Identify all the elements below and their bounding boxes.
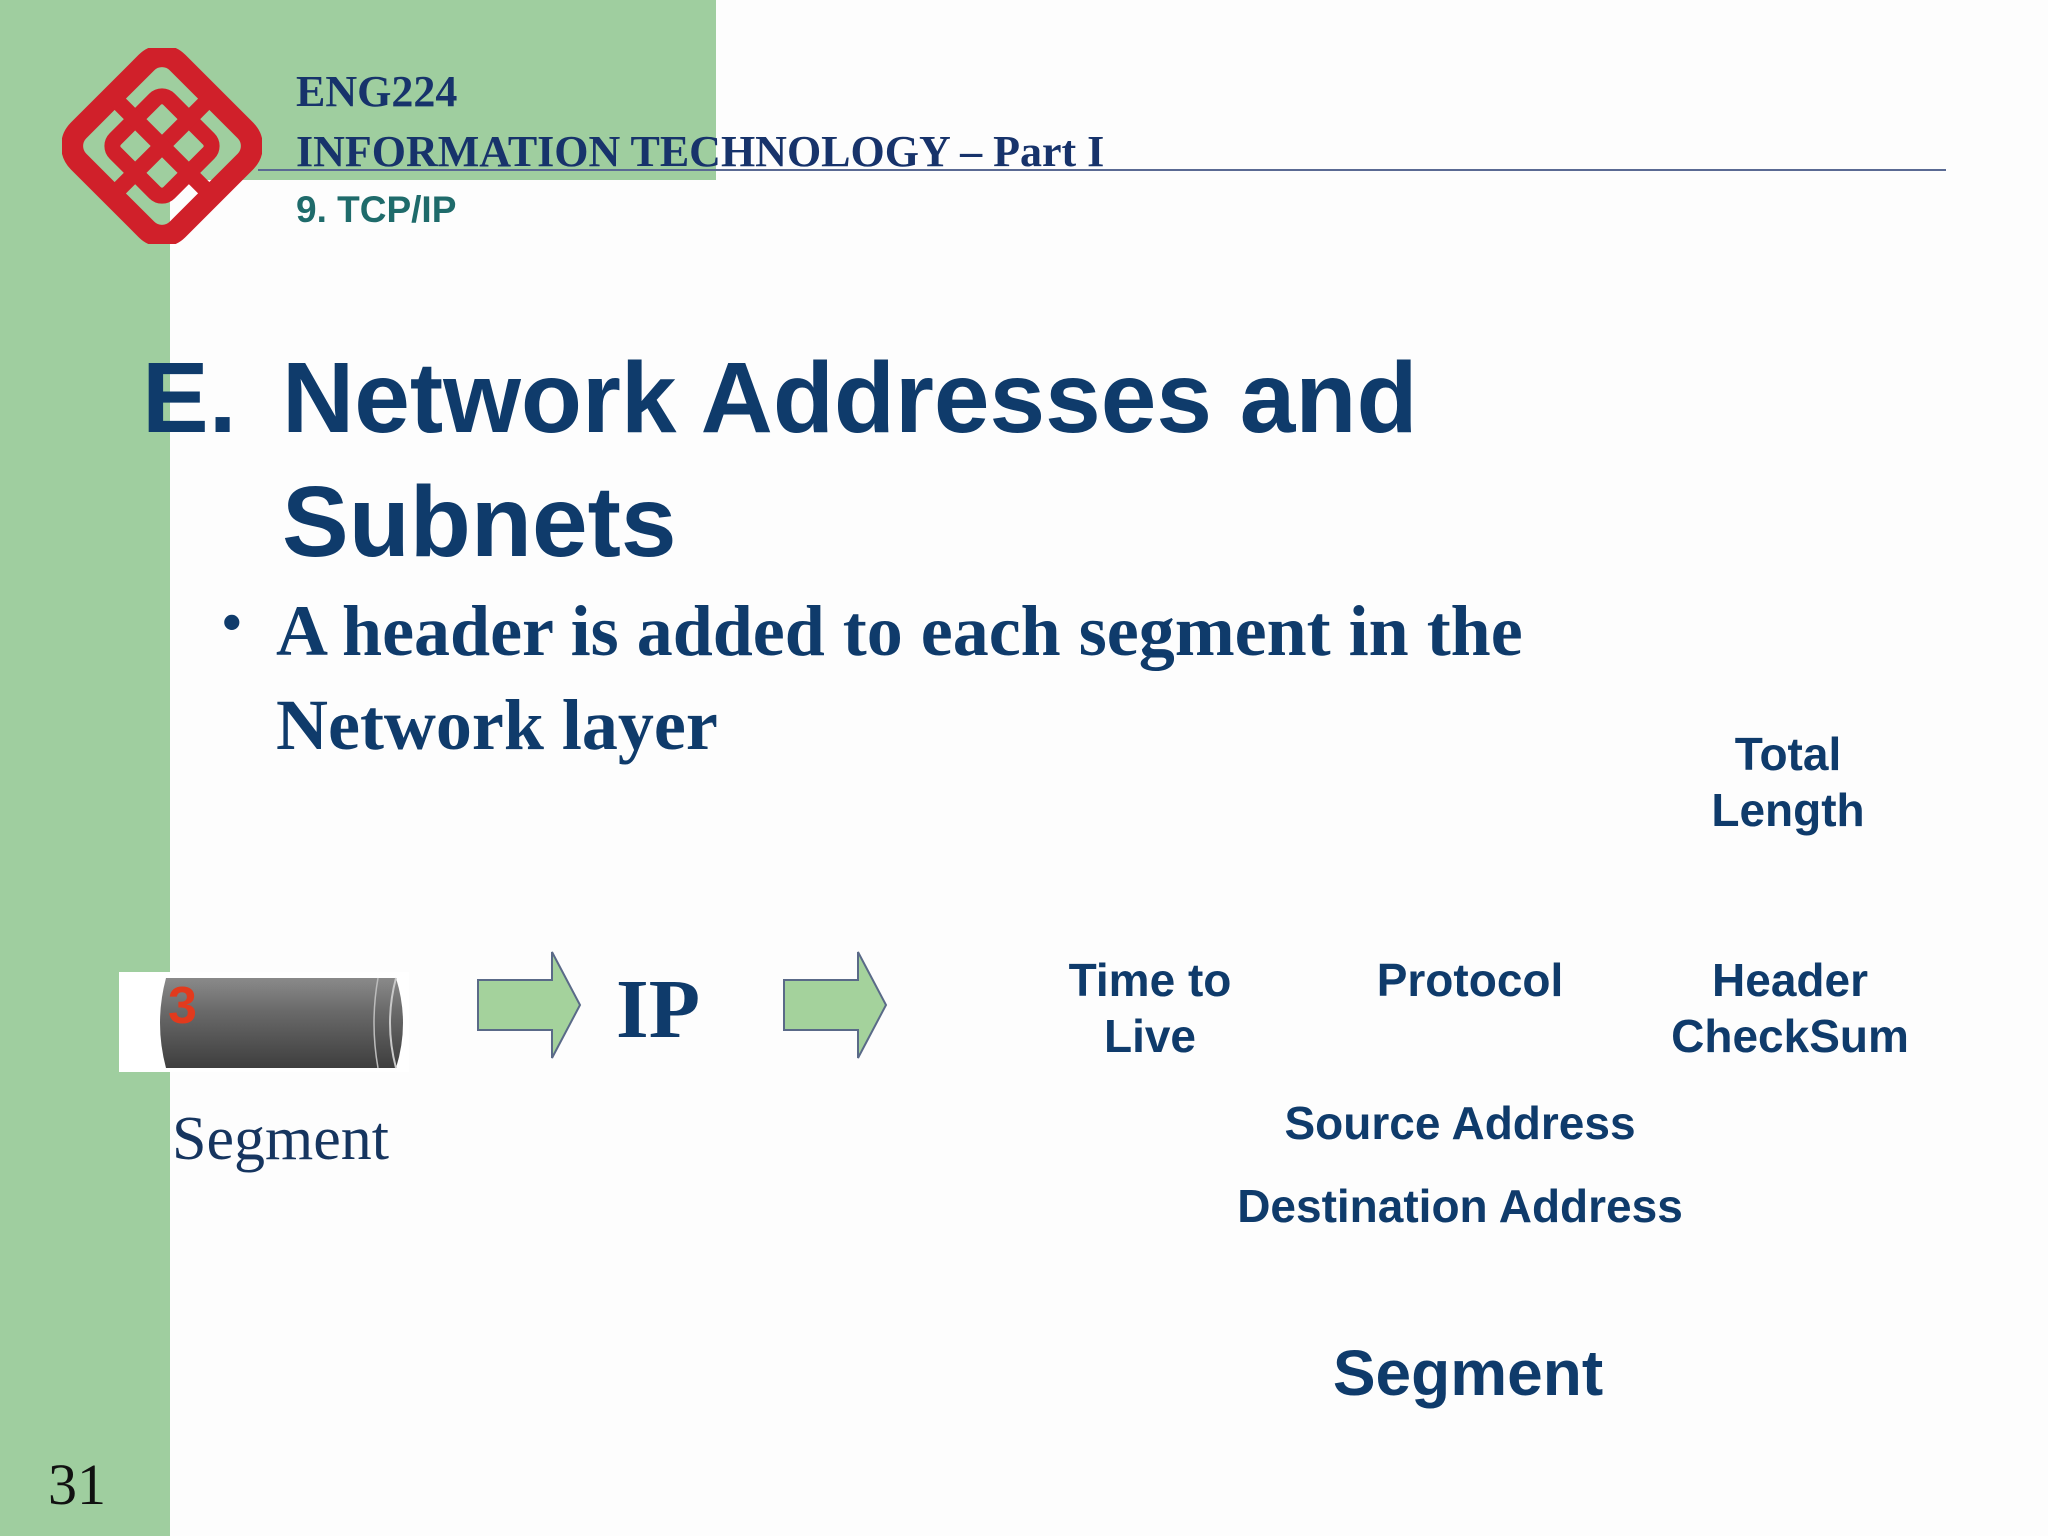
right-arrow-icon bbox=[477, 951, 582, 1059]
field-destination-address: Destination Address bbox=[1237, 1180, 1683, 1232]
chapter-label: 9. TCP/IP bbox=[296, 189, 457, 230]
right-arrow-icon bbox=[783, 951, 888, 1059]
ip-label: IP bbox=[616, 963, 700, 1056]
sidebar-green-strip bbox=[0, 0, 170, 1536]
field-protocol: Protocol bbox=[1376, 954, 1564, 1006]
field-segment: Segment bbox=[1332, 1337, 1604, 1409]
page-number: 31 bbox=[48, 1452, 106, 1517]
slide-title: E. Network Addresses and Subnets bbox=[142, 336, 1418, 584]
slide-title-line1: Network Addresses and bbox=[282, 342, 1418, 454]
course-code: ENG224 bbox=[296, 67, 458, 116]
field-source-address: Source Address bbox=[1284, 1097, 1636, 1149]
field-time-to-live: Time to Live bbox=[1068, 954, 1232, 1062]
header-divider bbox=[258, 169, 1946, 171]
bullet-point: • A header is added to each segment in t… bbox=[222, 584, 1722, 772]
slide-title-number: E. bbox=[142, 342, 237, 454]
segment-caption: Segment bbox=[172, 1105, 389, 1173]
bullet-text: A header is added to each segment in the… bbox=[276, 591, 1523, 765]
bullet-dot-icon: • bbox=[222, 592, 242, 654]
field-total-length: Total Length bbox=[1711, 728, 1865, 836]
course-name: INFORMATION TECHNOLOGY – Part I bbox=[296, 127, 1105, 176]
header-white-block bbox=[170, 180, 716, 237]
slide-title-line2: Subnets bbox=[282, 466, 677, 578]
university-logo-icon bbox=[62, 48, 262, 244]
segment-layer-number: 3 bbox=[168, 977, 197, 1035]
segment-cylinder-icon bbox=[160, 977, 403, 1069]
field-header-checksum: Header CheckSum bbox=[1671, 954, 1909, 1062]
